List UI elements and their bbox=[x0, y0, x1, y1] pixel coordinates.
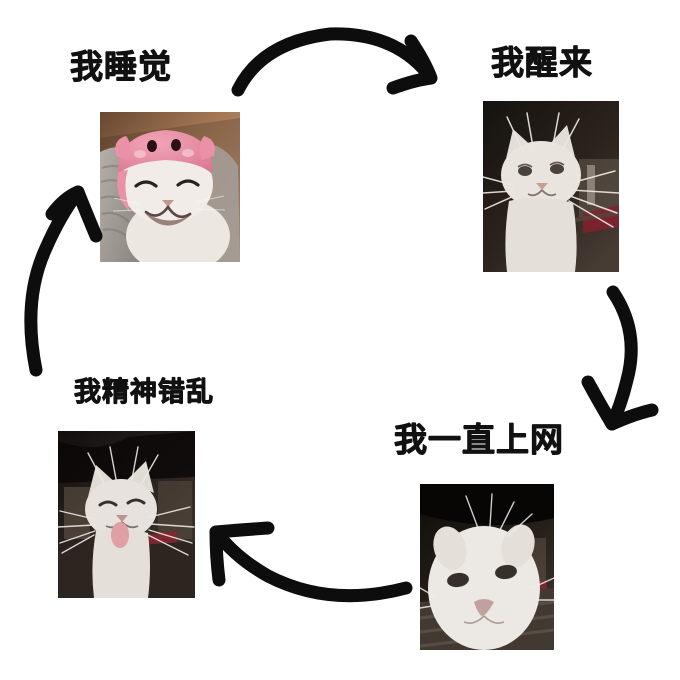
arrow-sleep-to-wake-icon bbox=[231, 27, 438, 97]
arrow-wake-to-online-icon bbox=[581, 285, 659, 431]
arrow-insane-to-sleep-icon bbox=[24, 185, 103, 377]
stage-label-online: 我一直上网 bbox=[394, 420, 564, 459]
stage-label-insane: 我精神错乱 bbox=[74, 377, 214, 408]
sleeping-cat-illustration bbox=[100, 112, 240, 262]
deranged-cat-illustration bbox=[58, 431, 195, 598]
photo-awake-cat bbox=[483, 101, 619, 272]
photo-closeup-cat bbox=[420, 484, 554, 650]
stage-label-sleep: 我睡觉 bbox=[70, 47, 172, 86]
awake-cat-illustration bbox=[483, 101, 619, 272]
photo-sleeping-cat bbox=[100, 112, 240, 262]
closeup-cat-illustration bbox=[420, 484, 554, 650]
stage-label-wake: 我醒来 bbox=[491, 43, 593, 82]
arrow-online-to-insane-icon bbox=[209, 521, 413, 603]
photo-deranged-cat bbox=[58, 431, 195, 598]
